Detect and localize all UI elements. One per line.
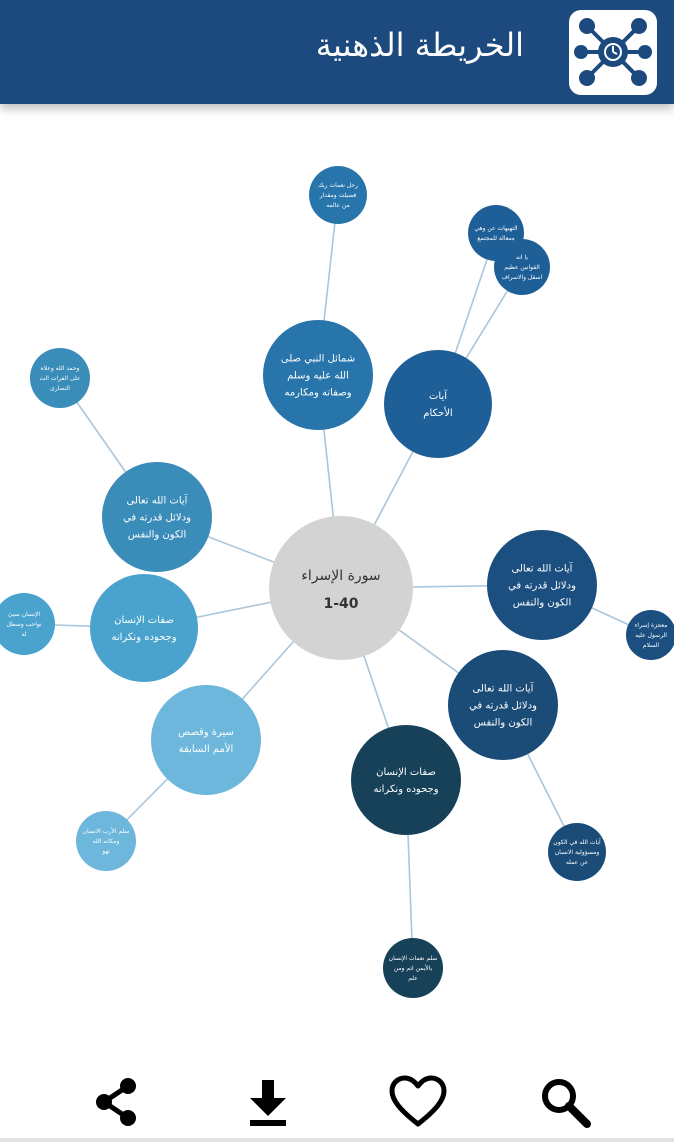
node-label: آيات الله تعالى bbox=[127, 494, 189, 507]
node-label: الأمم السابقة bbox=[179, 742, 234, 755]
node-label: الأحكام bbox=[423, 406, 452, 419]
search-icon bbox=[542, 1079, 591, 1128]
node-label: ودلائل قدرته في bbox=[469, 701, 537, 712]
mind-map-leaf-node[interactable]: الإنسان سيئ نواحب وسطل له bbox=[0, 593, 55, 655]
app-title: الخريطة الذهنية bbox=[315, 26, 524, 64]
mind-map-branch-node[interactable]: آيات الله تعالى ودلائل قدرته في الكون والن… bbox=[102, 462, 212, 572]
mind-map-leaf-node[interactable]: آيات الله في الكون ومسؤولية الانسان عن عمل… bbox=[548, 823, 606, 881]
mind-map-leaf-node[interactable]: سلم نعمات الإنسان بالأيمن اتم ومن علم bbox=[383, 938, 443, 998]
node-circle bbox=[494, 239, 550, 295]
node-label: فضيلت ومقدار bbox=[319, 192, 357, 199]
node-circle bbox=[548, 823, 606, 881]
node-label: الله عليه وسلم bbox=[287, 371, 349, 382]
node-label: القوانين عظيم bbox=[504, 264, 540, 271]
app-bar: الخريطة الذهنية bbox=[0, 0, 674, 104]
node-label: من عالمه bbox=[326, 202, 350, 209]
node-label: على الفرات الت bbox=[40, 375, 81, 382]
node-label: نواحب وسطل bbox=[6, 621, 42, 628]
node-label: السلام bbox=[643, 642, 659, 649]
node-circle bbox=[90, 574, 198, 682]
node-label: ثهو bbox=[101, 848, 110, 855]
download-button[interactable] bbox=[238, 1072, 298, 1132]
node-label: اسقل والاسراف bbox=[502, 274, 543, 281]
heart-icon bbox=[389, 1075, 447, 1127]
node-circle bbox=[383, 938, 443, 998]
node-label: الإنسان سيئ bbox=[8, 611, 40, 618]
node-label: علم bbox=[408, 975, 418, 982]
bottom-toolbar bbox=[0, 1060, 674, 1142]
center-range: 1-40 bbox=[323, 596, 358, 612]
node-label: شمائل النبي صلى bbox=[281, 354, 355, 365]
mind-map-leaf-node[interactable]: رحل نعمات ربك فضيلت ومقدار من عالمه bbox=[309, 166, 367, 224]
mind-map-canvas: شمائل النبي صلى الله عليه وسلم وصفاته ومكا… bbox=[0, 104, 674, 1044]
search-button[interactable] bbox=[535, 1072, 595, 1132]
node-label: صفات الإنسان bbox=[114, 615, 174, 626]
node-label: ودلائل قدرته في bbox=[123, 513, 191, 524]
favorite-button[interactable] bbox=[388, 1072, 448, 1132]
share-icon bbox=[96, 1078, 136, 1126]
center-circle bbox=[269, 516, 413, 660]
node-label: آيات الله تعالى bbox=[473, 682, 535, 695]
node-label: الكون والنفس bbox=[474, 718, 533, 729]
download-icon bbox=[250, 1080, 286, 1126]
mind-map-branch-node[interactable]: آيات الله تعالى ودلائل قدرته في الكون والن… bbox=[487, 530, 597, 640]
mind-map-branch-node[interactable]: آيات الأحكام bbox=[384, 350, 492, 458]
node-label: ومسؤولية الانسان bbox=[555, 849, 600, 856]
node-label: ودلائل قدرته في bbox=[508, 581, 576, 592]
mind-map-branch-node[interactable]: سيرة وقصص الأمم السابقة bbox=[151, 685, 261, 795]
center-title: سورة الإسراء bbox=[301, 568, 380, 584]
node-circle bbox=[263, 320, 373, 430]
node-label: عن عمله bbox=[566, 859, 588, 866]
mind-map-branch-node[interactable]: صفات الإنسان وجحوده ونكرانه bbox=[351, 725, 461, 835]
bottom-divider bbox=[0, 1138, 674, 1142]
node-circle bbox=[151, 685, 261, 795]
mind-map-logo-icon bbox=[569, 10, 657, 95]
node-circle bbox=[626, 610, 674, 660]
node-label: آيات الله في الكون bbox=[553, 837, 601, 846]
node-label: وجحوده ونكرانه bbox=[373, 784, 438, 795]
mind-map-leaf-node[interactable]: سلم الأرب الانسان ومكانه الله ثهو bbox=[76, 811, 136, 871]
node-label: آيات الله تعالى bbox=[512, 562, 574, 575]
node-label: وحمد الله وعلاه bbox=[41, 365, 80, 372]
node-label: ومعالة للمجتمع bbox=[477, 235, 515, 242]
node-label: سيرة وقصص bbox=[178, 727, 234, 738]
node-circle bbox=[76, 811, 136, 871]
node-circle bbox=[448, 650, 558, 760]
mind-map-leaf-node[interactable]: يا انه القوانين عظيم اسقل والاسراف bbox=[494, 239, 550, 295]
node-label: له bbox=[21, 631, 26, 638]
mind-map-branch-node[interactable]: شمائل النبي صلى الله عليه وسلم وصفاته ومكا… bbox=[263, 320, 373, 430]
node-label: صفات الإنسان bbox=[376, 767, 436, 778]
node-label: معجزة إسراء bbox=[635, 622, 668, 629]
node-circle bbox=[487, 530, 597, 640]
mind-map-leaf-node[interactable]: وحمد الله وعلاه على الفرات الت النصارى bbox=[30, 348, 90, 408]
share-button[interactable] bbox=[88, 1072, 148, 1132]
node-label: الكون والنفس bbox=[128, 530, 187, 541]
mind-map-center-node[interactable]: سورة الإسراء 1-40 bbox=[269, 516, 413, 660]
node-label: التهيهات عن وهي bbox=[474, 225, 517, 232]
node-label: النصارى bbox=[50, 385, 70, 392]
node-label: سلم الأرب الانسان bbox=[83, 827, 130, 835]
node-circle bbox=[384, 350, 492, 458]
node-label: وجحوده ونكرانه bbox=[111, 632, 176, 643]
node-label: وصفاته ومكارمه bbox=[284, 388, 351, 399]
mind-map-branch-node[interactable]: آيات الله تعالى ودلائل قدرته في الكون والن… bbox=[448, 650, 558, 760]
node-circle bbox=[30, 348, 90, 408]
mind-map-branch-node[interactable]: صفات الإنسان وجحوده ونكرانه bbox=[90, 574, 198, 682]
node-label: رحل نعمات ربك bbox=[318, 182, 358, 189]
node-circle bbox=[351, 725, 461, 835]
node-circle bbox=[0, 593, 55, 655]
node-label: آيات bbox=[429, 389, 448, 402]
mind-map-leaf-node[interactable]: معجزة إسراء الرسول عليه السلام bbox=[626, 610, 674, 660]
node-label: ومكانه الله bbox=[93, 838, 120, 845]
node-label: الرسول عليه bbox=[635, 632, 667, 639]
node-label: الكون والنفس bbox=[513, 598, 572, 609]
node-circle bbox=[102, 462, 212, 572]
node-label: يا انه bbox=[516, 254, 528, 261]
node-label: بالأيمن اتم ومن bbox=[394, 964, 433, 972]
node-circle bbox=[309, 166, 367, 224]
node-label: سلم نعمات الإنسان bbox=[389, 955, 438, 962]
